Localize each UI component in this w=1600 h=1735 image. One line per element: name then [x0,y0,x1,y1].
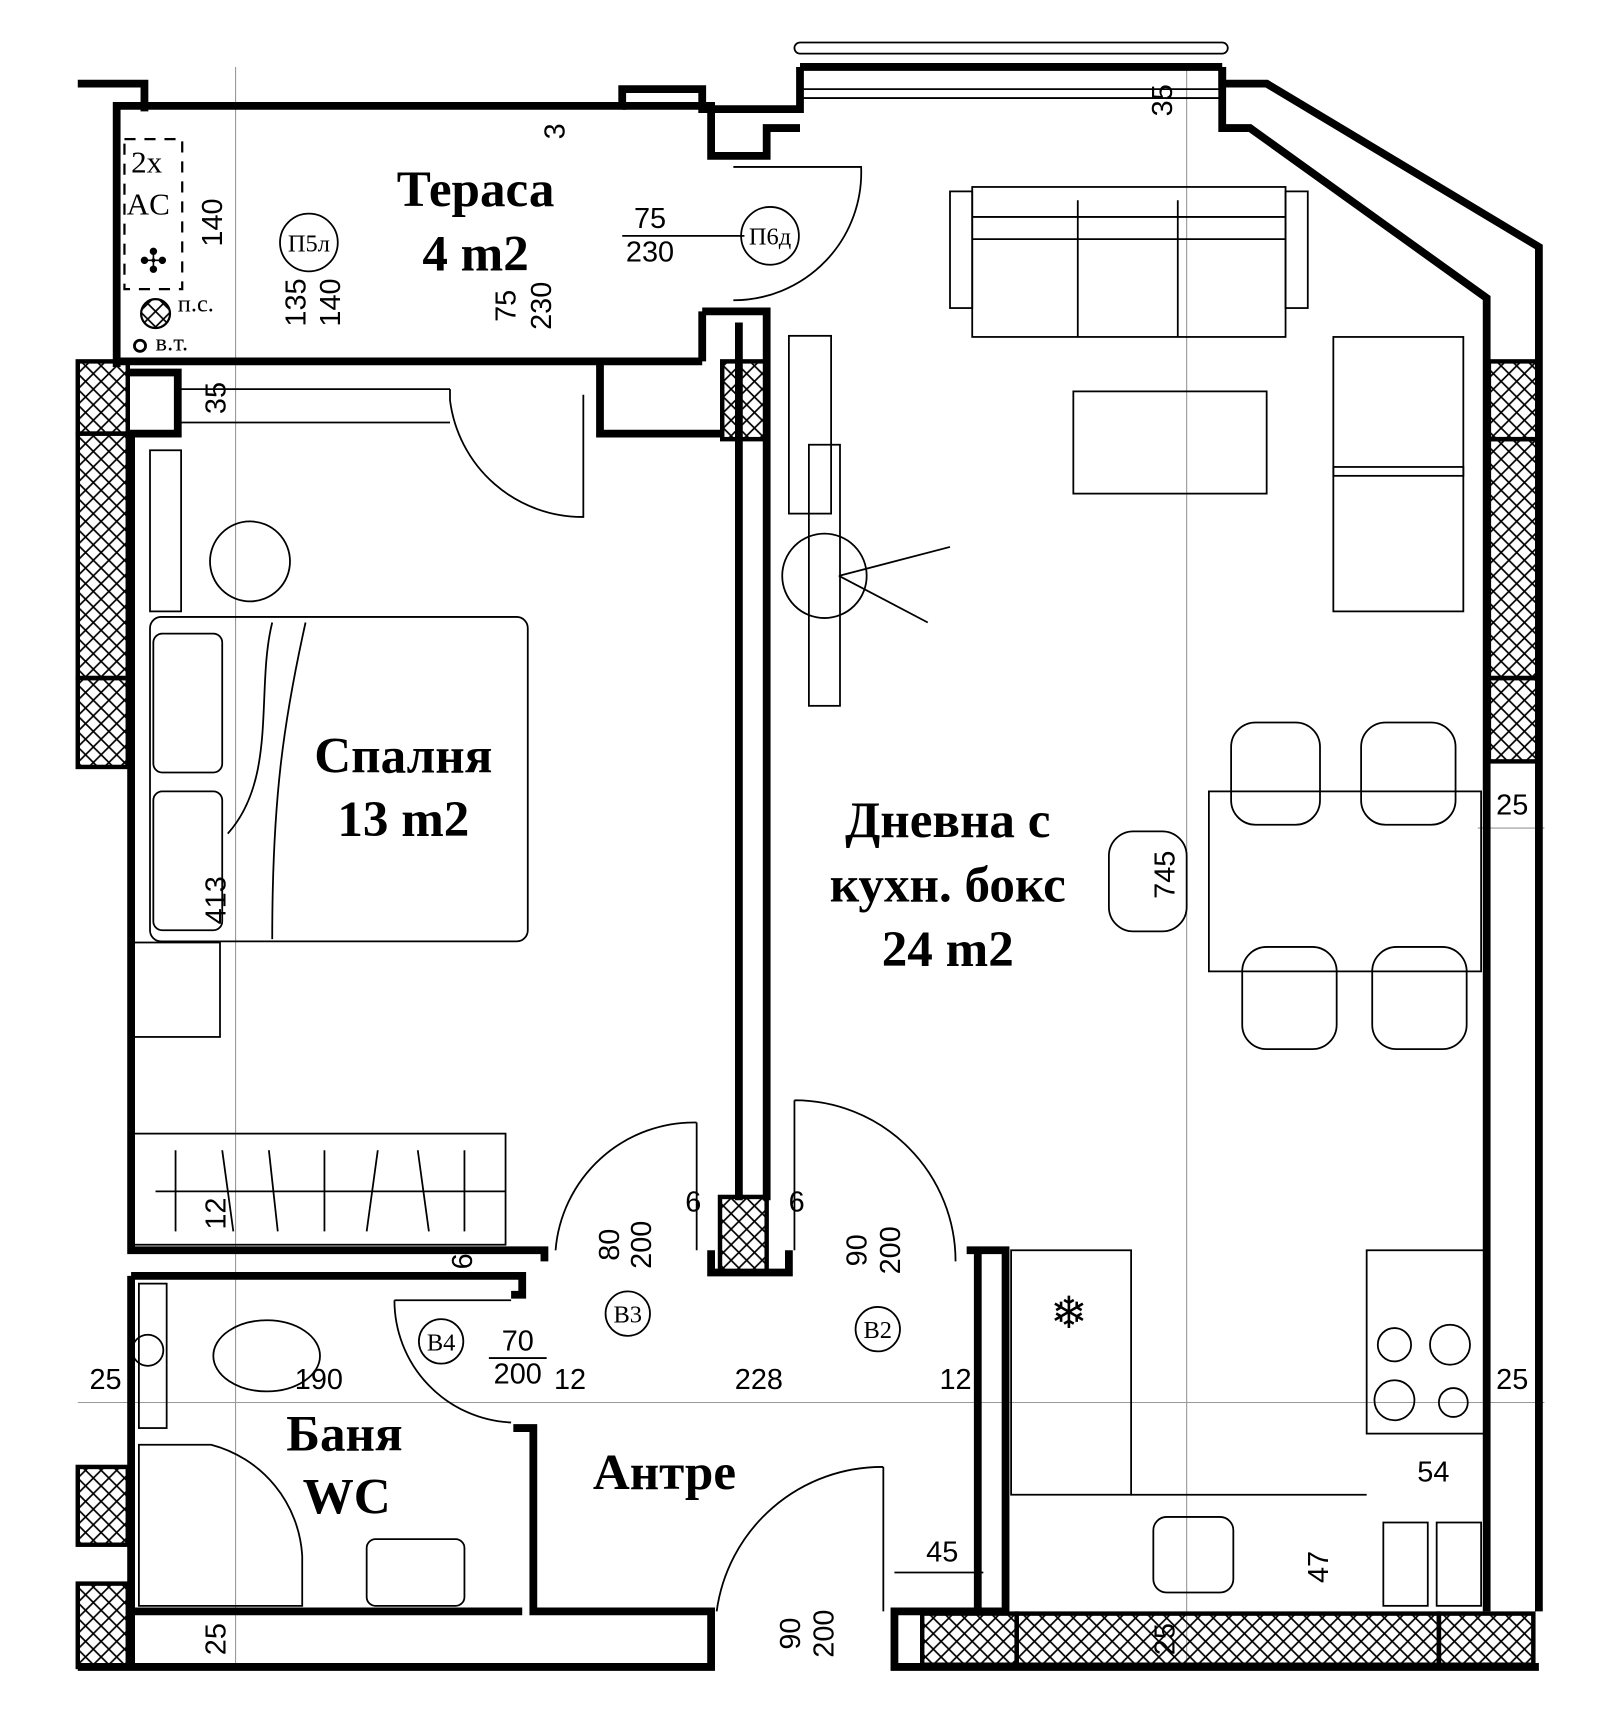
dimension-label: 6 [447,1253,479,1269]
room-living-name-2: кухн. бокс [830,856,1066,913]
toilet [212,1319,321,1393]
wardrobe [132,1132,507,1246]
snowflake-icon: ❄ [1050,1288,1087,1338]
washbasin [365,1538,466,1607]
dimension-label: 413 [201,876,233,924]
radiator [149,449,183,613]
dimension-label: 54 [1417,1456,1449,1488]
armchair [1332,336,1465,477]
dimensions: 3 35 140 135 140 75 230 75 230 35 413 12… [89,84,1528,1657]
dimension-label: 200 [808,1610,840,1658]
room-bedroom-name: Спалня [314,728,492,785]
room-terrace-name: Тераса [397,161,555,218]
dimension-label: п.с. [178,290,214,317]
door-tags: П5л П6д В3 В2 В4 [279,206,901,1365]
dimension-label: 3 [539,123,571,139]
dining-table [1208,790,1482,973]
drain-pipe-icon [140,298,172,330]
dimension-label: 135 [281,278,313,326]
dimension-label: 47 [1303,1551,1335,1583]
dimension-label: 75 [634,203,666,235]
dimension-label: 190 [295,1364,343,1396]
dimension-label: 228 [735,1364,783,1396]
dimension-label: 200 [626,1221,658,1269]
shower [138,1443,304,1607]
tv-unit [788,334,832,515]
dimension-label: 12 [939,1364,971,1396]
dimension-label: в.т. [156,329,189,356]
dimension-label: AC [127,187,170,222]
room-labels: Тераса 4 m2 Спалня 13 m2 Дневна с кухн. … [286,161,1066,1526]
dimension-label: 140 [197,198,229,246]
tag-b2: В2 [864,1317,893,1344]
room-bedroom-area: 13 m2 [337,791,469,848]
furniture: ❄ [130,186,1488,1607]
tag-p6: П6д [749,224,791,251]
dimension-label: 90 [842,1234,874,1266]
room-living-name-1: Дневна с [845,792,1050,849]
dimension-label: 35 [201,382,233,414]
dimension-label: 35 [1147,84,1179,116]
walls [77,41,1543,1671]
room-bathroom-name-1: Баня [286,1405,402,1462]
kitchen-sink [1152,1516,1235,1594]
tag-p5: П5л [288,230,330,257]
dimension-label: 230 [626,236,674,268]
dimension-label: 140 [315,278,347,326]
chairs [1108,721,1468,1051]
dimension-label: 745 [1149,851,1181,899]
dimension-label: 2x [131,145,163,180]
room-hall-name: Антре [593,1444,736,1501]
room-terrace-area: 4 m2 [422,225,528,282]
dimension-label: 230 [526,282,558,330]
dimension-label: 25 [201,1623,233,1655]
ac-unit: 2x AC ✣ п.с. в.т. [123,138,214,356]
dimension-label: 25 [1496,790,1528,822]
dimension-label: 45 [926,1536,958,1568]
water-pipe-icon [133,338,147,353]
sofa [971,186,1287,338]
dimension-label: 25 [1496,1364,1528,1396]
fan-icon: ✣ [139,244,167,281]
dimension-label: 6 [685,1186,701,1218]
dimension-label: 90 [775,1618,807,1650]
tag-b3: В3 [614,1302,643,1329]
dimension-label: 12 [201,1198,233,1230]
hatched-columns [75,359,1542,1670]
dimension-label: 6 [789,1186,805,1218]
dimension-label: 25 [1149,1623,1181,1655]
dimension-label: 75 [491,290,523,322]
dimension-label: 200 [875,1226,907,1274]
room-bathroom-name-2: WC [303,1469,391,1526]
bed [149,616,529,943]
dimension-label: 200 [494,1359,542,1391]
dimension-label: 12 [554,1364,586,1396]
nightstand-lamp [209,520,291,603]
dimension-label: 70 [502,1325,534,1357]
dimension-label: 80 [594,1229,626,1261]
cooktop [1365,1249,1488,1435]
armchair [1332,466,1465,613]
tag-b4: В4 [427,1329,456,1356]
coffee-table [1072,390,1268,495]
doors [393,166,957,1612]
dimension-label: 25 [89,1364,121,1396]
room-living-area: 24 m2 [882,921,1014,978]
